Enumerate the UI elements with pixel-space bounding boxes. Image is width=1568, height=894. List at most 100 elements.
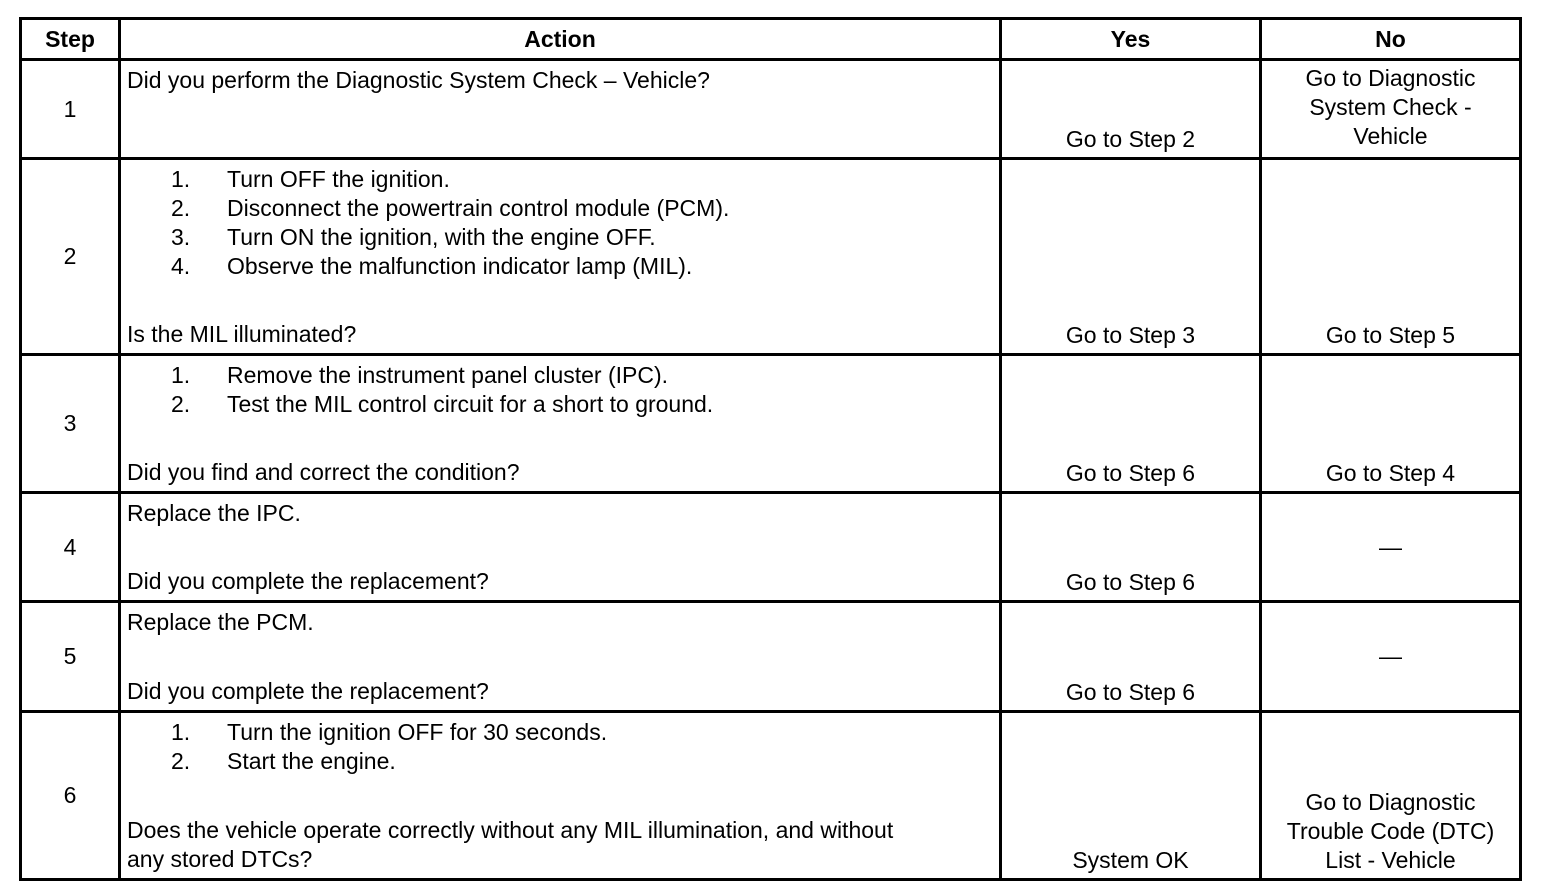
question-line: Is the MIL illuminated? <box>127 321 357 347</box>
no-result: Go to Step 4 <box>1259 353 1522 494</box>
table-row: 6 1. Turn the ignition OFF for 30 seconds.… <box>19 710 1522 881</box>
action-content: 1. Turn OFF the ignition. 2. Disconnect the… <box>127 165 993 349</box>
yes-result: Go to Step 6 <box>999 600 1262 713</box>
yes-result: Go to Step 3 <box>999 157 1262 356</box>
procedure-step: 2. Disconnect the powertrain control modu… <box>127 194 993 223</box>
procedure-step-text: Observe the malfunction indicator lamp (… <box>227 253 693 279</box>
yes-result: Go to Step 6 <box>999 491 1262 603</box>
procedure-step-number: 3. <box>171 224 191 250</box>
action-question: Is the MIL illuminated? <box>127 320 993 349</box>
action-top: 1.Turn the ignition OFF for 30 seconds.2… <box>127 718 993 776</box>
no-result: Go to Step 5 <box>1259 157 1522 356</box>
procedure-step: 2. Test the MIL control circuit for a sho… <box>127 390 993 419</box>
yes-result: Go to Step 2 <box>999 58 1262 160</box>
procedure-step: 2. Start the engine. <box>127 747 993 776</box>
no-result-line: Trouble Code (DTC) <box>1286 818 1495 844</box>
action-content: Replace the PCM. Did you complete the rep… <box>127 608 993 706</box>
action-top: 1. Remove the instrument panel cluster (I… <box>127 361 993 419</box>
header-row: Step Action Yes No <box>19 17 1522 61</box>
procedure-step-text: Turn OFF the ignition. <box>227 166 450 192</box>
yes-result: Go to Step 6 <box>999 353 1262 494</box>
yes-result: System OK <box>999 710 1262 881</box>
procedure-step-number: 1. <box>171 719 191 745</box>
header-action: Action <box>118 17 1002 61</box>
action-top: Replace the IPC. <box>127 499 993 528</box>
procedure-list: 1. Remove the instrument panel cluster (I… <box>127 361 993 419</box>
procedure-step: 4. Observe the malfunction indicator lamp… <box>127 252 993 281</box>
procedure-step-number: 4. <box>171 253 191 279</box>
question-line: Did you complete the replacement? <box>127 678 489 704</box>
action-content: Replace the IPC. Did you complete the rep… <box>127 499 993 596</box>
action-instruction: Replace the PCM. <box>127 609 314 635</box>
procedure-list: 1. Turn OFF the ignition. 2. Disconnect the… <box>127 165 993 281</box>
table-row: 3 1. Remove the instrument panel cluster (… <box>19 353 1522 494</box>
action-top: Replace the PCM. <box>127 608 993 637</box>
question-line: Did you complete the replacement? <box>127 568 489 594</box>
procedure-list: 1.Turn the ignition OFF for 30 seconds.2… <box>127 718 993 776</box>
step-number: 2 <box>19 157 121 356</box>
procedure-step-number: 2. <box>171 391 191 417</box>
procedure-step: 1. Remove the instrument panel cluster (I… <box>127 361 993 390</box>
procedure-step-text: Remove the instrument panel cluster (IPC… <box>227 362 669 388</box>
action-question: Did you find and correct the condition? <box>127 458 993 487</box>
procedure-step-text: Start the engine. <box>227 748 396 774</box>
no-result-line: Go to Step 5 <box>1325 322 1456 348</box>
action-instruction: Replace the IPC. <box>127 500 301 526</box>
action-cell: 1. Turn OFF the ignition. 2. Disconnect the… <box>118 157 1002 356</box>
action-cell: 1.Turn the ignition OFF for 30 seconds.2… <box>118 710 1002 881</box>
action-instruction: Did you perform the Diagnostic System Ch… <box>127 67 710 93</box>
table-row: 2 1. Turn OFF the ignition. 2. Disconnect th… <box>19 157 1522 356</box>
no-result-line: — <box>1379 533 1402 560</box>
no-result-line: Go to Diagnostic <box>1305 65 1476 91</box>
step-number: 3 <box>19 353 121 494</box>
procedure-step-number: 2. <box>171 195 191 221</box>
action-cell: 1. Remove the instrument panel cluster (I… <box>118 353 1002 494</box>
question-line: Does the vehicle operate correctly witho… <box>127 817 894 843</box>
no-result-line: — <box>1379 643 1402 669</box>
procedure-step-text: Disconnect the powertrain control module… <box>227 195 730 221</box>
action-cell: Did you perform the Diagnostic System Ch… <box>118 58 1002 160</box>
step-number: 5 <box>19 600 121 713</box>
no-result-line: Go to Step 4 <box>1325 460 1456 486</box>
header-no: No <box>1259 17 1522 61</box>
no-result: — <box>1259 491 1522 603</box>
procedure-step-number: 1. <box>171 166 191 192</box>
procedure-step-text: Turn the ignition OFF for 30 seconds. <box>227 719 608 745</box>
action-cell: Replace the PCM. Did you complete the rep… <box>118 600 1002 713</box>
procedure-step-number: 1. <box>171 362 191 388</box>
action-question: Did you complete the replacement? <box>127 567 993 596</box>
action-content: Did you perform the Diagnostic System Ch… <box>127 66 993 153</box>
procedure-step-number: 2. <box>171 748 191 774</box>
action-question: Does the vehicle operate correctly witho… <box>127 816 993 874</box>
step-number: 6 <box>19 710 121 881</box>
action-cell: Replace the IPC. Did you complete the rep… <box>118 491 1002 603</box>
action-top: 1. Turn OFF the ignition. 2. Disconnect the… <box>127 165 993 281</box>
action-top: Did you perform the Diagnostic System Ch… <box>127 66 993 95</box>
procedure-step-text: Test the MIL control circuit for a short… <box>227 391 714 417</box>
table-header: Step Action Yes No <box>19 17 1522 61</box>
action-content: 1.Turn the ignition OFF for 30 seconds.2… <box>127 718 993 874</box>
no-result: — <box>1259 600 1522 713</box>
procedure-step: 1. Turn OFF the ignition. <box>127 165 993 194</box>
procedure-step-text: Turn ON the ignition, with the engine OF… <box>227 224 656 250</box>
no-result-line: Go to Diagnostic <box>1305 789 1476 815</box>
no-result-line: List - Vehicle <box>1325 847 1456 873</box>
action-content: 1. Remove the instrument panel cluster (I… <box>127 361 993 487</box>
no-result-line: Vehicle <box>1353 123 1428 149</box>
header-step: Step <box>19 17 121 61</box>
procedure-step: 1. Turn the ignition OFF for 30 seconds. <box>127 718 993 747</box>
question-line: Did you find and correct the condition? <box>127 459 520 485</box>
question-line: any stored DTCs? <box>127 846 313 872</box>
no-result-line: System Check - <box>1309 94 1472 120</box>
header-yes: Yes <box>999 17 1262 61</box>
step-number: 1 <box>19 58 121 160</box>
procedure-step: 3. Turn ON the ignition, with the engine … <box>127 223 993 252</box>
step-number: 4 <box>19 491 121 603</box>
